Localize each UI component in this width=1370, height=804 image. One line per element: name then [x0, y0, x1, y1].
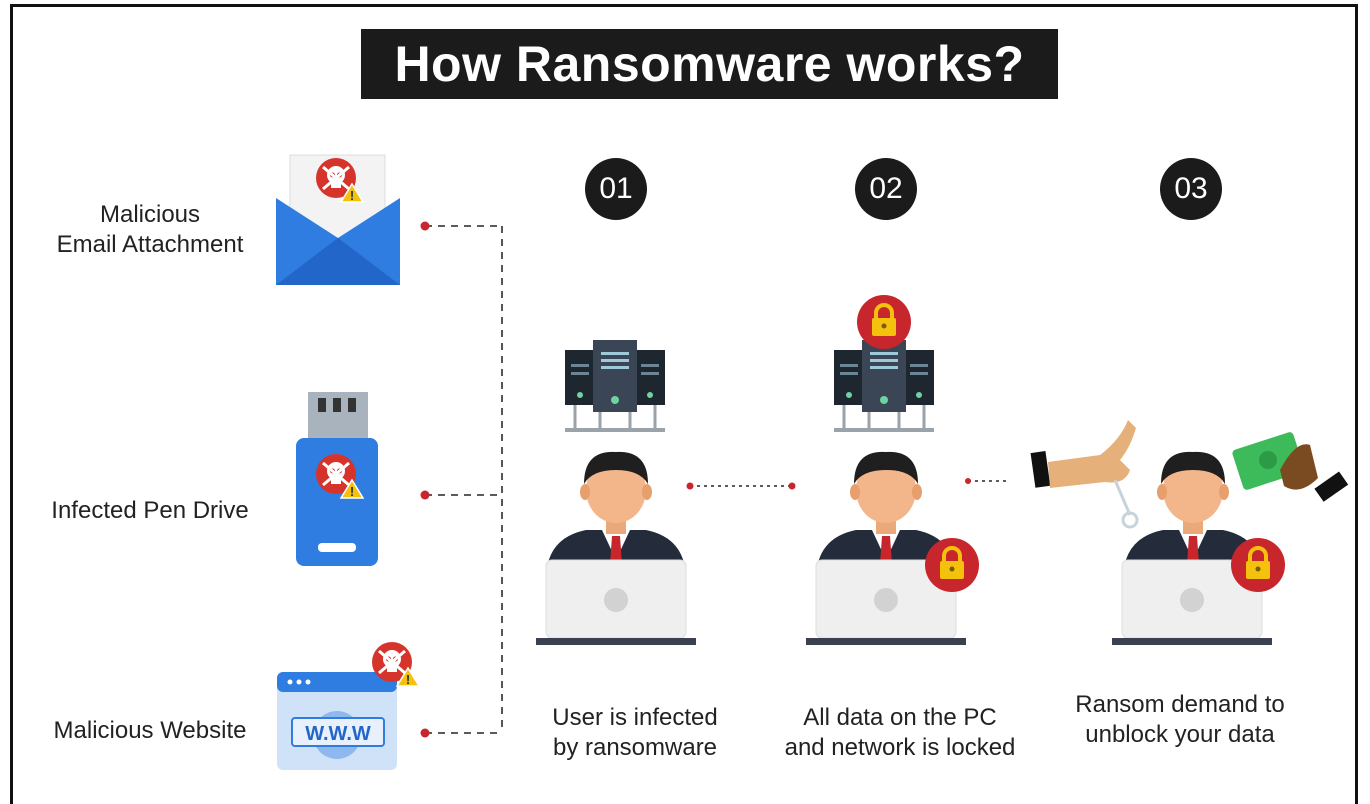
source-label-pen-drive: Infected Pen Drive — [51, 497, 249, 524]
step-caption-01: User is infected by ransomware — [552, 704, 718, 761]
browser-www-skull-icon: W.W.W — [277, 640, 421, 770]
connector-dot-website — [420, 728, 430, 738]
step-caption-02: All data on the PC and network is locked — [784, 704, 1016, 761]
diagram-frame — [10, 4, 1358, 804]
step-02-locked-servers-icon — [832, 293, 936, 434]
step-caption-03: Ransom demand to unblock your data — [1075, 691, 1285, 748]
step-number-03: 03 — [1160, 158, 1222, 220]
step-01-servers-icon — [563, 338, 667, 434]
email-skull-icon — [276, 154, 400, 285]
connector-dot-email — [420, 221, 430, 231]
step-number-02: 02 — [855, 158, 917, 220]
source-label-website: Malicious Website — [53, 717, 247, 744]
hand-with-money-icon — [1232, 432, 1349, 502]
page-title: How Ransomware works? — [361, 29, 1058, 99]
source-connectors — [425, 225, 503, 734]
connector-dot-usb — [420, 490, 430, 500]
step-connector-2-3 — [965, 478, 1010, 484]
step-01-laptop-icon — [535, 559, 697, 646]
browser-www-text: W.W.W — [305, 723, 371, 745]
source-label-email: Malicious Email Attachment — [56, 201, 244, 258]
step-connector-1-2 — [686, 482, 796, 490]
hand-with-key-icon — [1030, 420, 1139, 529]
usb-drive-skull-icon — [296, 392, 378, 566]
step-number-01: 01 — [585, 158, 647, 220]
